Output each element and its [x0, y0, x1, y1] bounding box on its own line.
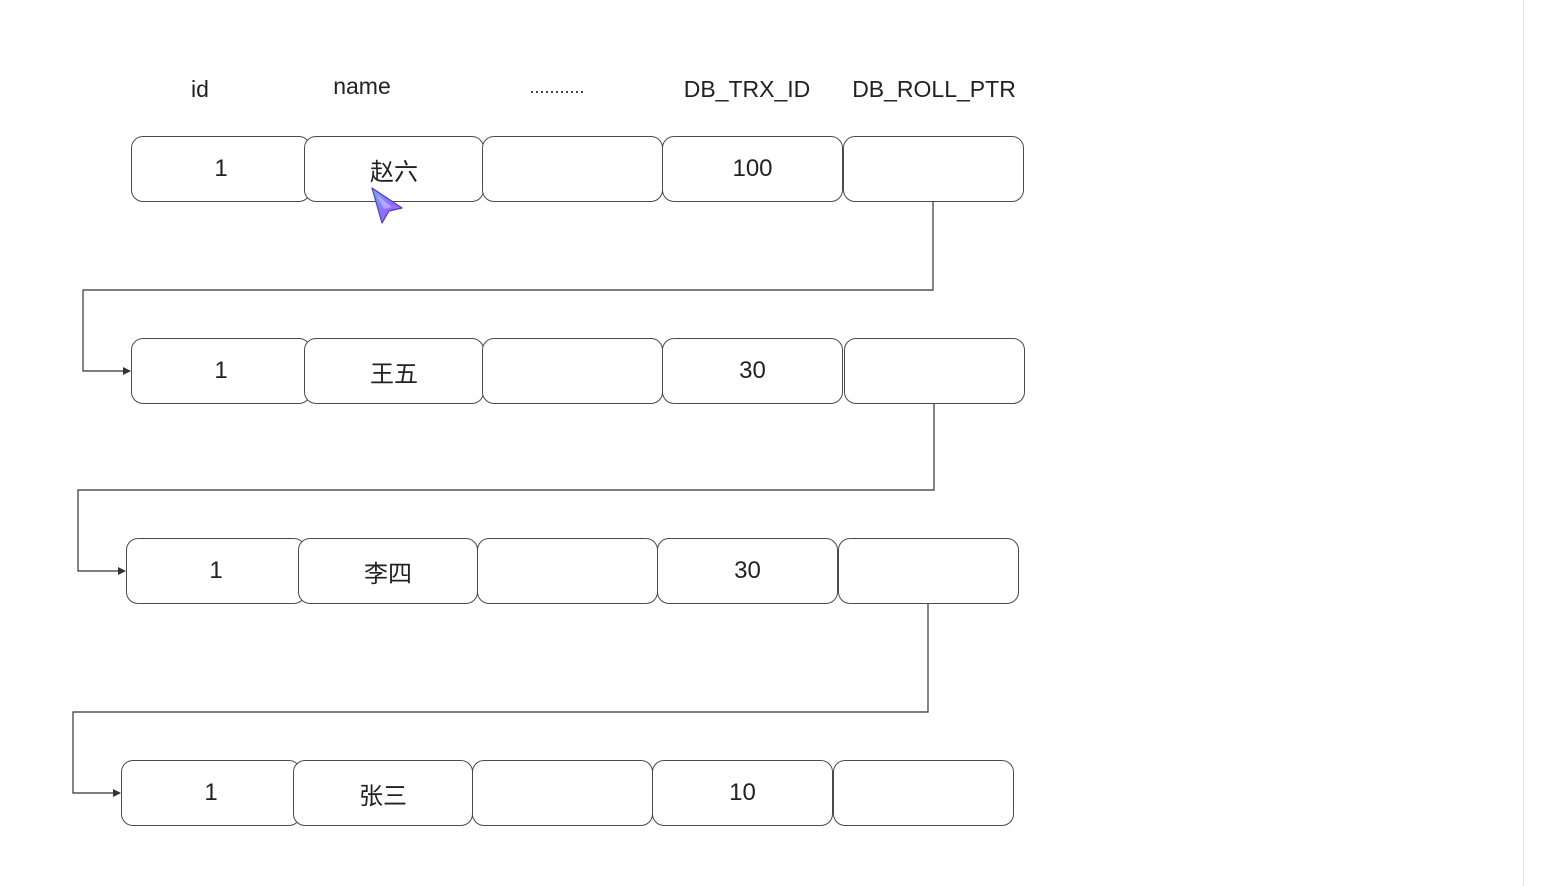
cell-trx-id: 100: [662, 136, 843, 202]
cell-trx-id: 30: [662, 338, 843, 404]
cell-roll-ptr: [838, 538, 1019, 604]
cell-trx-id: 30: [657, 538, 838, 604]
cell-roll-ptr: [833, 760, 1014, 826]
cell-extra: [482, 338, 663, 404]
cell-name: 王五: [304, 338, 484, 404]
cell-name: 李四: [298, 538, 478, 604]
roll-pointer-arrow: [77, 404, 935, 575]
cell-roll-ptr: [843, 136, 1024, 202]
header-id: id: [191, 76, 209, 102]
cell-name: 张三: [293, 760, 473, 826]
cell-extra: [477, 538, 658, 604]
cell-id: 1: [121, 760, 301, 826]
header-name: name: [333, 73, 391, 99]
pointer-cursor-icon: [371, 187, 403, 224]
cell-roll-ptr: [844, 338, 1025, 404]
header-db-trx-id: DB_TRX_ID: [683, 76, 811, 102]
roll-pointer-arrow: [82, 202, 934, 375]
cell-id: 1: [131, 338, 311, 404]
cell-extra: [472, 760, 653, 826]
roll-pointer-arrow: [72, 604, 929, 797]
cell-id: 1: [131, 136, 311, 202]
header-ellipsis: ...........: [529, 77, 585, 97]
page-divider: [1523, 0, 1524, 886]
cell-trx-id: 10: [652, 760, 833, 826]
header-db-roll-ptr: DB_ROLL_PTR: [852, 76, 1016, 102]
cell-extra: [482, 136, 663, 202]
